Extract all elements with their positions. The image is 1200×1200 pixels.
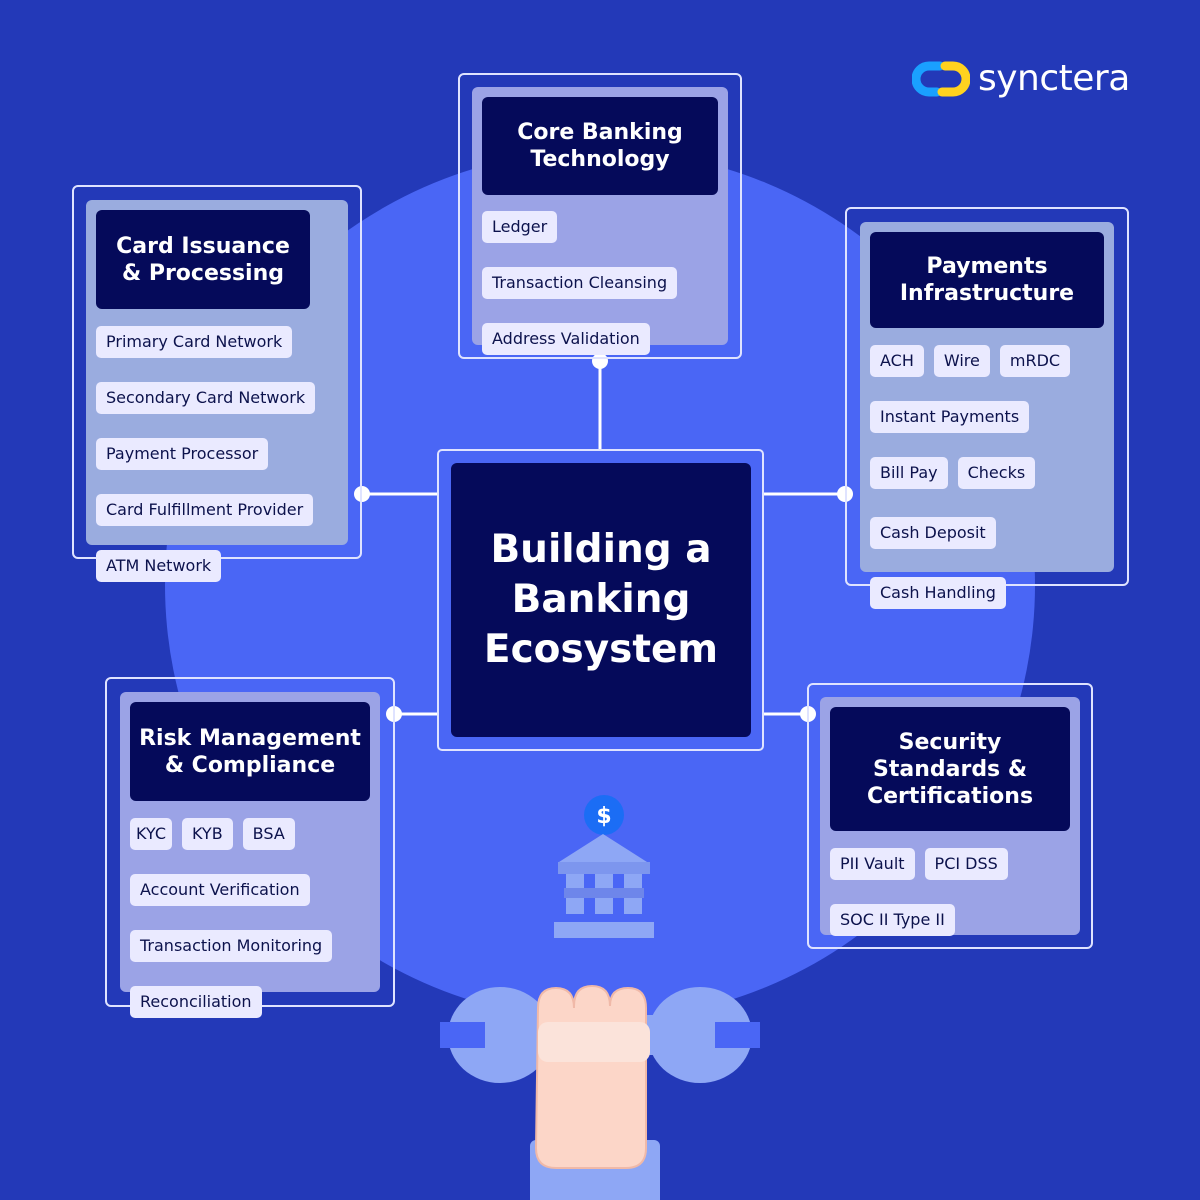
security-title: Security Standards & Certifications <box>830 707 1070 831</box>
center-title-line-3: Ecosystem <box>483 627 719 672</box>
chip-instant-payments: Instant Payments <box>870 401 1030 433</box>
chip-account-verification: Account Verification <box>130 874 310 906</box>
chip-checks: Checks <box>957 457 1036 489</box>
center-title-line-1: Building a <box>490 527 712 572</box>
security-title-line-3: Certifications <box>866 783 1034 809</box>
security-panel: Security Standards & Certifications PII … <box>820 697 1080 936</box>
wrench-and-hand-illustration <box>440 984 760 1200</box>
chip-cash-handling: Cash Handling <box>870 577 1006 609</box>
center-title: Building a Banking Ecosystem <box>451 463 751 737</box>
chip-secondary-card-network: Secondary Card Network <box>96 382 316 414</box>
payments-title-line-2: Infrastructure <box>899 281 1075 306</box>
risk-title-line-1: Risk Management <box>139 725 361 751</box>
card-issuance-title: Card Issuance & Processing <box>96 210 310 309</box>
chip-transaction-cleansing: Transaction Cleansing <box>482 267 678 299</box>
chip-ach: ACH <box>870 345 924 377</box>
risk-panel: Risk Management & Compliance KYC KYB BSA… <box>120 692 380 1018</box>
payments-chips: ACH Wire mRDC Instant Payments Bill Pay … <box>870 345 1104 609</box>
security-title-line-2: Standards & <box>873 756 1027 782</box>
synctera-logo-icon <box>912 61 970 96</box>
chip-primary-card-network: Primary Card Network <box>96 326 293 358</box>
center-card-border <box>437 449 764 751</box>
risk-chips: KYC KYB BSA Account Verification Transac… <box>130 818 370 1018</box>
security-card <box>807 683 1093 949</box>
chip-atm-network: ATM Network <box>96 550 222 582</box>
risk-title: Risk Management & Compliance <box>130 702 370 801</box>
bank-icon: $ <box>554 795 654 938</box>
core-banking-card <box>458 73 742 359</box>
card-issuance-chips: Primary Card Network Secondary Card Netw… <box>96 326 338 582</box>
chip-kyb: KYB <box>182 818 233 850</box>
chip-card-fulfillment-provider: Card Fulfillment Provider <box>96 494 314 526</box>
chip-wire: Wire <box>933 345 990 377</box>
core-banking-title-line-1: Core Banking <box>517 120 683 145</box>
chip-bsa: BSA <box>242 818 295 850</box>
chip-cash-deposit: Cash Deposit <box>870 517 996 549</box>
core-banking-title-line-2: Technology <box>530 147 670 172</box>
core-banking-chips: Ledger Transaction Cleansing Address Val… <box>482 211 718 355</box>
payments-panel: Payments Infrastructure ACH Wire mRDC In… <box>860 222 1114 609</box>
brand-name: synctera <box>978 58 1130 99</box>
chip-transaction-monitoring: Transaction Monitoring <box>130 930 333 962</box>
security-chips: PII Vault PCI DSS SOC II Type II <box>830 848 1070 936</box>
payments-title-line-1: Payments <box>926 254 1048 279</box>
chip-bill-pay: Bill Pay <box>870 457 948 489</box>
chip-pci-dss: PCI DSS <box>924 848 1008 880</box>
security-title-line-1: Security <box>898 729 1002 755</box>
center-title-line-2: Banking <box>511 577 691 622</box>
hand-icon <box>530 984 660 1200</box>
core-banking-panel: Core Banking Technology Ledger Transacti… <box>472 87 728 355</box>
chip-payment-processor: Payment Processor <box>96 438 269 470</box>
risk-title-line-2: & Compliance <box>164 752 336 778</box>
card-issuance-title-line-2: & Processing <box>121 260 285 286</box>
coin-symbol: $ <box>596 804 611 829</box>
chip-ledger: Ledger <box>482 211 558 243</box>
card-issuance-panel: Card Issuance & Processing Primary Card … <box>86 200 348 582</box>
chip-kyc: KYC <box>130 818 172 850</box>
synctera-logo: synctera <box>912 58 1130 99</box>
core-banking-title: Core Banking Technology <box>482 97 718 195</box>
chip-address-validation: Address Validation <box>482 323 650 355</box>
payments-title: Payments Infrastructure <box>870 232 1104 328</box>
chip-reconciliation: Reconciliation <box>130 986 262 1018</box>
card-issuance-title-line-1: Card Issuance <box>116 233 290 259</box>
dollar-coin-icon <box>584 795 624 835</box>
chip-mrdc: mRDC <box>999 345 1071 377</box>
chip-pii-vault: PII Vault <box>830 848 915 880</box>
chip-soc-ii-type-ii: SOC II Type II <box>830 904 955 936</box>
